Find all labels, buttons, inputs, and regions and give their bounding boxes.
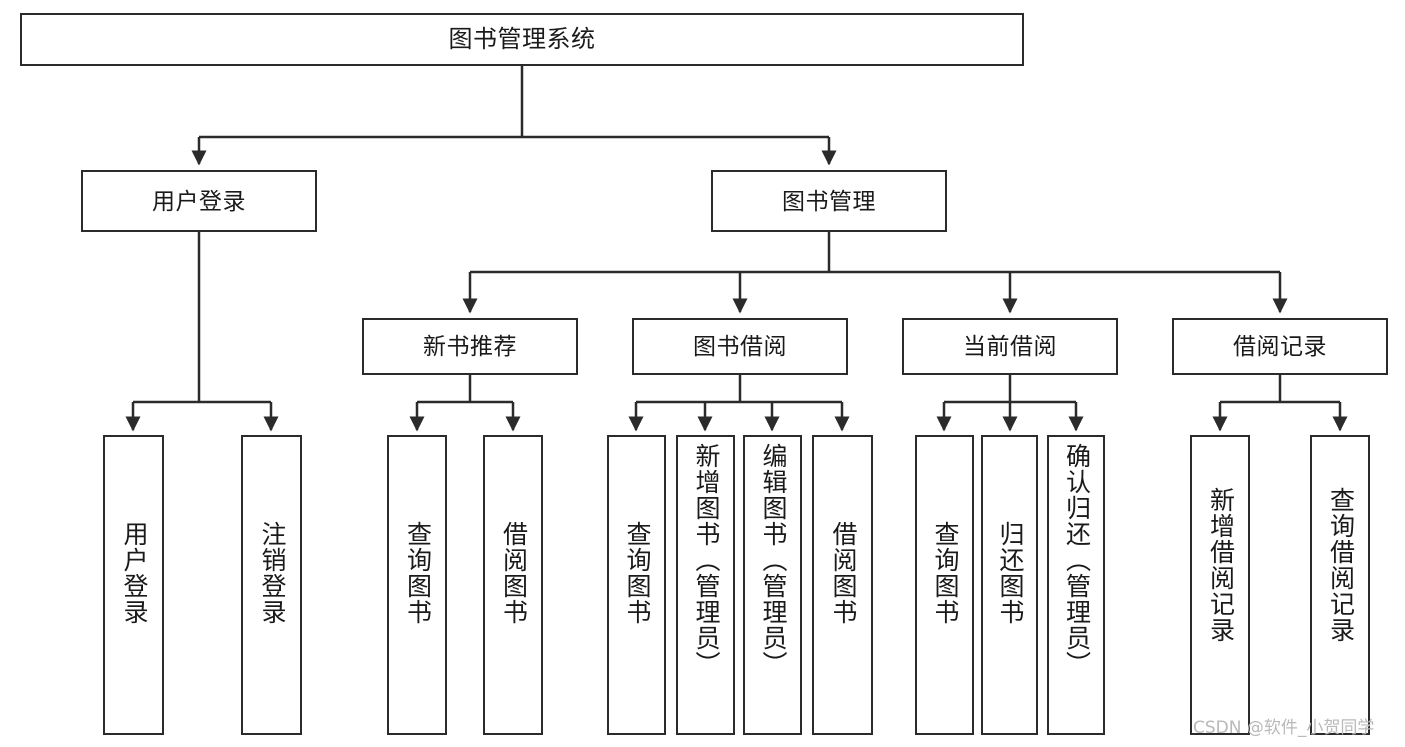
node-borrowing-records[interactable]: 借阅记录 xyxy=(1172,318,1388,375)
node-label: 图书借阅 xyxy=(693,333,787,360)
node-label: 用户登录 xyxy=(120,521,148,625)
node-label: 借阅图书 xyxy=(499,521,528,625)
node-user-login[interactable]: 用户登录 xyxy=(81,170,317,232)
node-label: 图书管理 xyxy=(782,187,876,214)
node-book-borrowing[interactable]: 图书借阅 xyxy=(632,318,848,375)
leaf-add-book-admin[interactable]: 新增图书（管理员） xyxy=(676,435,735,735)
node-new-book-recommendation[interactable]: 新书推荐 xyxy=(362,318,578,375)
watermark-text: CSDN @软件_小贺同学 xyxy=(1193,718,1375,738)
leaf-user-login[interactable]: 用户登录 xyxy=(103,435,164,735)
node-label: 新增图书（管理员） xyxy=(692,443,720,677)
node-label: 新书推荐 xyxy=(423,333,517,360)
leaf-query-books-current[interactable]: 查询图书 xyxy=(915,435,974,735)
leaf-borrow-books-borrowing[interactable]: 借阅图书 xyxy=(812,435,873,735)
node-label: 编辑图书（管理员） xyxy=(759,443,787,677)
node-current-borrowing[interactable]: 当前借阅 xyxy=(902,318,1118,375)
node-book-management-system[interactable]: 图书管理系统 xyxy=(20,13,1024,66)
node-label: 借阅图书 xyxy=(829,521,857,625)
node-label: 注销登录 xyxy=(258,521,286,625)
node-label: 新增借阅记录 xyxy=(1206,487,1235,643)
node-label: 用户登录 xyxy=(152,187,246,214)
node-label: 确认归还（管理员） xyxy=(1062,443,1091,677)
leaf-user-logout[interactable]: 注销登录 xyxy=(241,435,302,735)
node-label: 当前借阅 xyxy=(963,333,1057,360)
node-label: 查询借阅记录 xyxy=(1326,487,1355,643)
leaf-query-books-recommendation[interactable]: 查询图书 xyxy=(387,435,447,735)
leaf-edit-book-admin[interactable]: 编辑图书（管理员） xyxy=(743,435,802,735)
leaf-return-books[interactable]: 归还图书 xyxy=(981,435,1038,735)
node-label: 查询图书 xyxy=(931,521,959,625)
node-label: 归还图书 xyxy=(996,521,1024,625)
leaf-confirm-return-admin[interactable]: 确认归还（管理员） xyxy=(1047,435,1105,735)
leaf-add-borrow-record[interactable]: 新增借阅记录 xyxy=(1190,435,1250,735)
leaf-borrow-books-recommendation[interactable]: 借阅图书 xyxy=(483,435,543,735)
node-label: 借阅记录 xyxy=(1233,333,1327,360)
node-label: 图书管理系统 xyxy=(448,25,596,53)
node-book-management[interactable]: 图书管理 xyxy=(711,170,947,232)
leaf-query-books-borrowing[interactable]: 查询图书 xyxy=(607,435,666,735)
node-label: 查询图书 xyxy=(403,521,432,625)
leaf-query-borrow-record[interactable]: 查询借阅记录 xyxy=(1310,435,1370,735)
node-label: 查询图书 xyxy=(623,521,651,625)
